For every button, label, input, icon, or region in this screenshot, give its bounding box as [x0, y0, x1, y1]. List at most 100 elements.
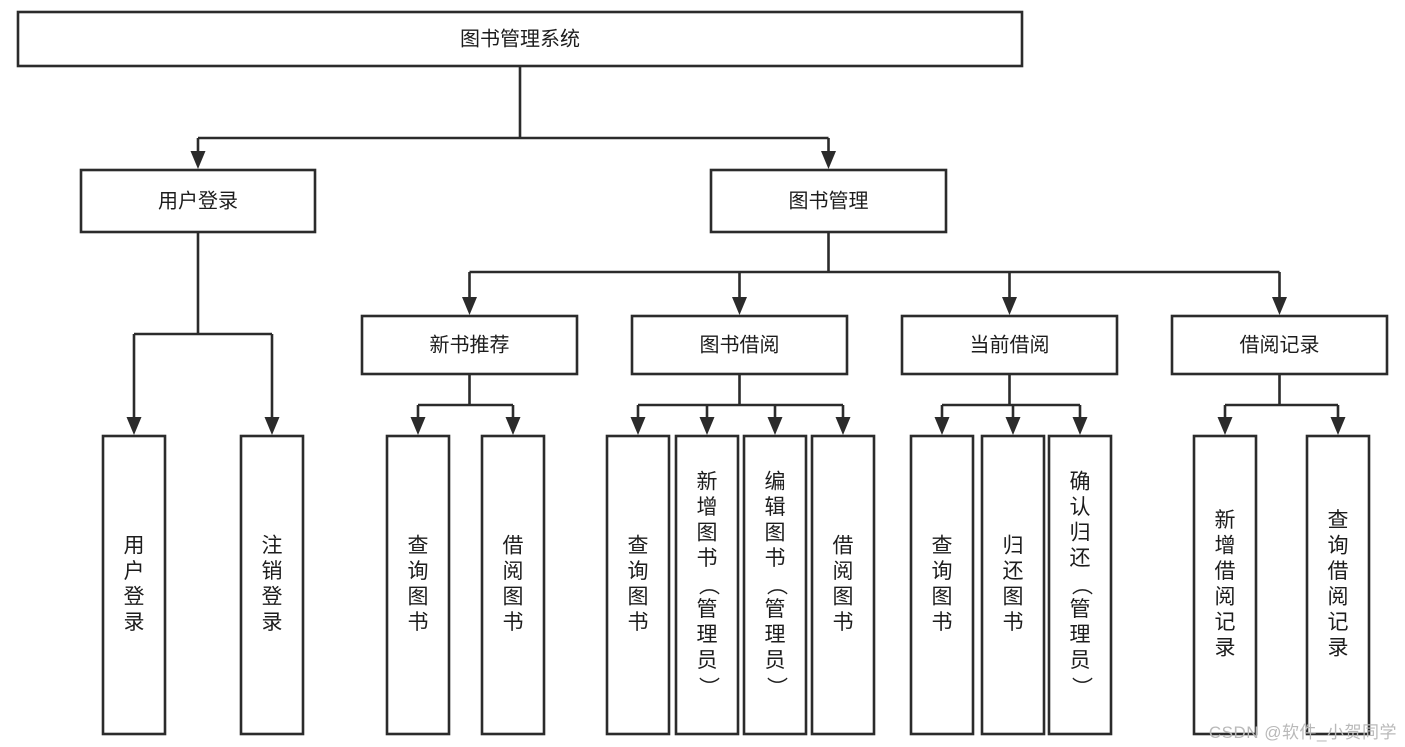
node-label-char: （	[696, 575, 719, 596]
node-box	[742, 434, 808, 736]
node-label-char: 图	[833, 585, 854, 608]
node-label-char: 书	[503, 611, 524, 634]
node-leaf-user-login[interactable]: 用户登录	[101, 434, 167, 736]
arrow-head-icon	[505, 417, 521, 435]
arrow-head-icon	[190, 151, 206, 169]
node-label-char: 录	[1328, 636, 1349, 659]
node-label-char: 询	[1328, 534, 1349, 557]
node-label-char: 还	[1070, 547, 1091, 570]
arrow-head-icon	[630, 417, 646, 435]
node-label-char: 认	[1070, 496, 1091, 519]
node-label-char: 记	[1328, 611, 1349, 634]
arrow-head-icon	[410, 417, 426, 435]
arrow-head-icon	[264, 417, 280, 435]
node-label-char: 图	[697, 522, 718, 545]
node-book-borrow[interactable]: 图书借阅	[630, 314, 849, 376]
node-borrow-record[interactable]: 借阅记录	[1170, 314, 1389, 376]
node-book-manage[interactable]: 图书管理	[709, 168, 948, 234]
node-label-char: 图	[503, 585, 524, 608]
nodes-layer: 图书管理系统用户登录图书管理新书推荐图书借阅当前借阅借阅记录用户登录注销登录查询…	[16, 10, 1389, 736]
node-label-char: ）	[696, 677, 719, 698]
node-new-book-rec[interactable]: 新书推荐	[360, 314, 579, 376]
node-current-borrow[interactable]: 当前借阅	[900, 314, 1119, 376]
node-root[interactable]: 图书管理系统	[16, 10, 1024, 68]
node-box	[909, 434, 975, 736]
node-label-char: 录	[262, 611, 283, 634]
node-label-char: 管	[765, 598, 786, 621]
node-label-char: 图	[765, 522, 786, 545]
node-label-char: 录	[124, 611, 145, 634]
node-box	[79, 168, 317, 234]
arrow-head-icon	[1072, 417, 1088, 435]
node-box	[385, 434, 451, 736]
node-label-char: 管	[1070, 598, 1091, 621]
node-box	[1170, 314, 1389, 376]
node-label-char: 查	[1328, 509, 1349, 532]
node-label-char: 书	[932, 611, 953, 634]
node-label: 借阅记录	[1240, 333, 1320, 356]
node-label-char: 书	[628, 611, 649, 634]
node-label: 当前借阅	[970, 333, 1050, 356]
node-label-char: 书	[833, 611, 854, 634]
node-label-char: 借	[1328, 560, 1349, 583]
arrow-head-icon	[835, 417, 851, 435]
arrow-head-icon	[1330, 417, 1346, 435]
node-box	[630, 314, 849, 376]
node-label-char: 增	[1215, 534, 1236, 557]
node-label: 用户登录	[124, 534, 145, 634]
node-label-char: （	[1069, 575, 1092, 596]
node-label-char: 借	[833, 534, 854, 557]
arrow-head-icon	[462, 297, 477, 315]
edge-group-root	[190, 66, 836, 169]
arrow-head-icon	[934, 417, 950, 435]
node-box	[674, 434, 740, 736]
node-label-char: 员	[697, 649, 718, 672]
node-label-char: 登	[262, 585, 283, 608]
node-label-char: 询	[932, 560, 953, 583]
node-label-char: 图	[932, 585, 953, 608]
node-label-char: 归	[1003, 534, 1024, 557]
node-label-char: 确	[1070, 471, 1091, 494]
arrow-head-icon	[1217, 417, 1233, 435]
node-box	[810, 434, 876, 736]
node-label-char: 销	[262, 560, 283, 583]
edges-layer	[126, 66, 1346, 435]
node-label-char: 书	[765, 547, 786, 570]
node-box	[16, 10, 1024, 68]
node-label-char: 记	[1215, 611, 1236, 634]
arrow-head-icon	[1272, 297, 1287, 315]
node-label: 图书管理	[789, 189, 869, 212]
node-label-char: 查	[932, 534, 953, 557]
node-user-login[interactable]: 用户登录	[79, 168, 317, 234]
edge-group-borrow-record	[1217, 374, 1346, 435]
node-label-char: 借	[503, 534, 524, 557]
node-label-char: 员	[765, 649, 786, 672]
node-box	[1305, 434, 1371, 736]
node-box	[1047, 434, 1113, 736]
node-label-char: 录	[1215, 636, 1236, 659]
node-label-char: （	[764, 575, 787, 596]
node-label-char: 图	[1003, 585, 1024, 608]
